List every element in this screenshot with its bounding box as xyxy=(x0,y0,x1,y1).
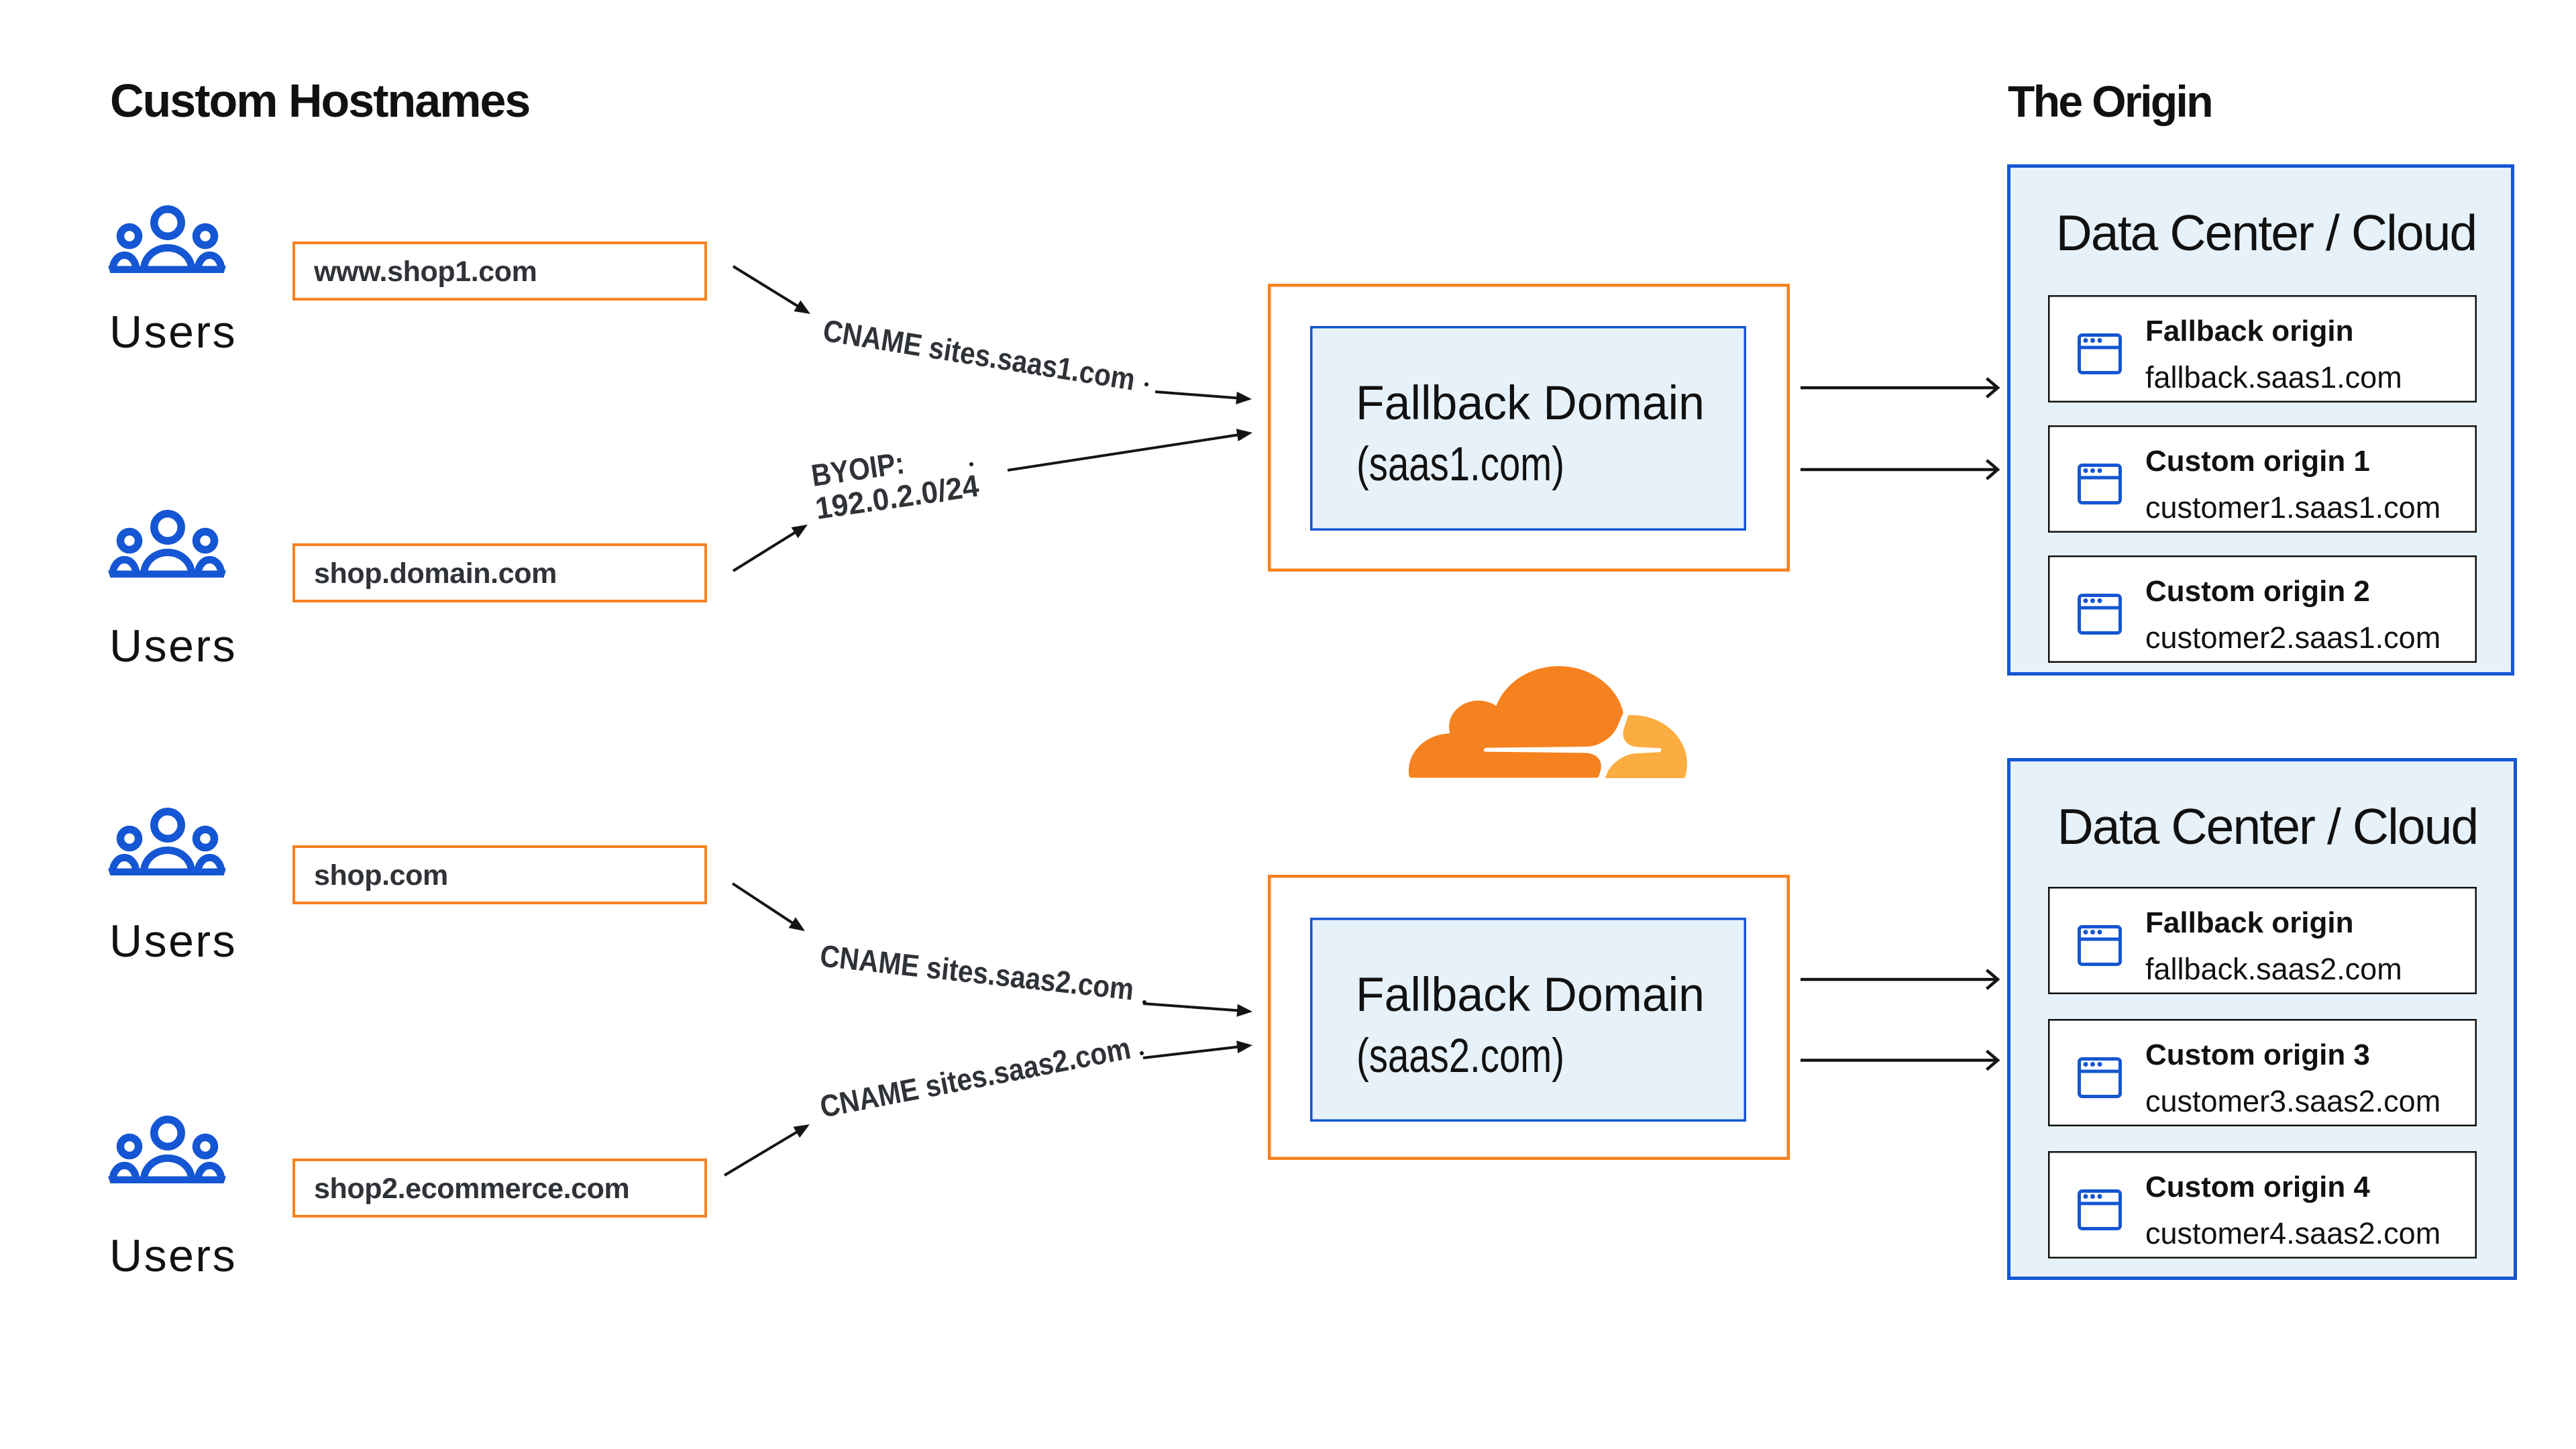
svg-text:www.shop1.com: www.shop1.com xyxy=(313,256,537,288)
svg-text:CNAME sites.saas2.com: CNAME sites.saas2.com xyxy=(817,1031,1133,1124)
svg-text:Users: Users xyxy=(109,621,237,672)
svg-text:The Origin: The Origin xyxy=(2008,76,2212,126)
svg-text:customer4.saas2.com: customer4.saas2.com xyxy=(2145,1216,2440,1250)
svg-text:Custom origin 2: Custom origin 2 xyxy=(2145,575,2370,608)
svg-text:fallback.saas1.com: fallback.saas1.com xyxy=(2145,360,2402,394)
svg-text:Custom origin 3: Custom origin 3 xyxy=(2145,1038,2370,1071)
svg-text:(saas2.com): (saas2.com) xyxy=(1356,1030,1564,1083)
svg-text:customer1.saas1.com: customer1.saas1.com xyxy=(2145,490,2440,525)
svg-text:Data Center / Cloud: Data Center / Cloud xyxy=(2057,798,2478,855)
svg-text:customer3.saas2.com: customer3.saas2.com xyxy=(2145,1084,2440,1118)
svg-text:(saas1.com): (saas1.com) xyxy=(1356,438,1564,491)
svg-text:Custom origin 1: Custom origin 1 xyxy=(2145,445,2370,478)
svg-text:CNAME sites.saas2.com: CNAME sites.saas2.com xyxy=(818,939,1136,1007)
svg-text:fallback.saas2.com: fallback.saas2.com xyxy=(2145,952,2402,986)
svg-text:shop.domain.com: shop.domain.com xyxy=(314,557,557,590)
svg-text:Users: Users xyxy=(109,916,237,967)
svg-text:CNAME sites.saas1.com: CNAME sites.saas1.com xyxy=(820,314,1137,398)
svg-text:Fallback origin: Fallback origin xyxy=(2145,906,2354,939)
svg-text:customer2.saas1.com: customer2.saas1.com xyxy=(2145,621,2440,655)
svg-text:Custom Hostnames: Custom Hostnames xyxy=(110,74,529,127)
svg-text:Fallback origin: Fallback origin xyxy=(2145,315,2354,347)
svg-text:Data Center / Cloud: Data Center / Cloud xyxy=(2056,205,2477,261)
svg-text:Users: Users xyxy=(109,1230,237,1281)
svg-text:Fallback Domain: Fallback Domain xyxy=(1356,377,1705,430)
svg-text:Users: Users xyxy=(109,307,237,358)
svg-text:shop2.ecommerce.com: shop2.ecommerce.com xyxy=(314,1173,629,1205)
svg-text:Custom origin 4: Custom origin 4 xyxy=(2145,1171,2370,1203)
svg-text:Fallback Domain: Fallback Domain xyxy=(1356,969,1705,1022)
svg-text:shop.com: shop.com xyxy=(314,859,448,892)
